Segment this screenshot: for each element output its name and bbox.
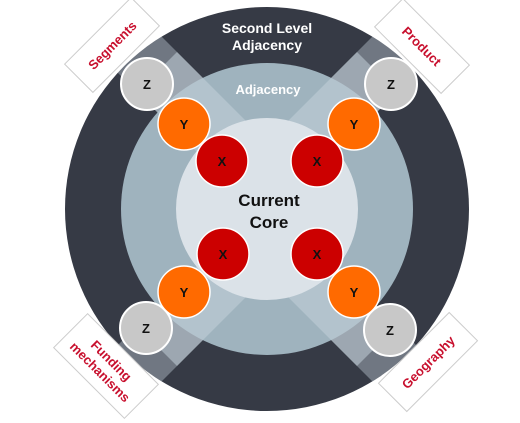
z-node-top-left: Z: [120, 57, 174, 111]
svg-text:Y: Y: [180, 285, 189, 300]
x-node-top-left: X: [195, 134, 249, 188]
svg-text:Z: Z: [387, 77, 395, 92]
x-node-bottom-right: X: [290, 227, 344, 281]
z-node-bottom-left: Z: [119, 301, 173, 355]
svg-text:X: X: [219, 247, 228, 262]
svg-text:X: X: [313, 154, 322, 169]
x-node-top-right: X: [290, 134, 344, 188]
z-node-bottom-right: Z: [363, 303, 417, 357]
svg-text:X: X: [313, 247, 322, 262]
core-label-line2: Core: [250, 213, 289, 232]
y-node-top-right: Y: [327, 97, 381, 151]
axis-box-funding: Funding mechanisms: [52, 312, 160, 420]
core-label-line1: Current: [238, 191, 300, 210]
y-node-bottom-right: Y: [327, 265, 381, 319]
svg-text:Z: Z: [386, 323, 394, 338]
z-node-top-right: Z: [364, 57, 418, 111]
outer-ring-label-line2: Adjacency: [232, 37, 302, 53]
x-node-bottom-left: X: [196, 227, 250, 281]
svg-text:X: X: [218, 154, 227, 169]
svg-text:Y: Y: [350, 117, 359, 132]
y-node-top-left: Y: [157, 97, 211, 151]
y-node-bottom-left: Y: [157, 265, 211, 319]
svg-text:Z: Z: [143, 77, 151, 92]
middle-ring-label: Adjacency: [235, 82, 301, 97]
svg-text:Y: Y: [350, 285, 359, 300]
svg-text:Y: Y: [180, 117, 189, 132]
svg-text:Z: Z: [142, 321, 150, 336]
outer-ring-label-line1: Second Level: [222, 20, 312, 36]
